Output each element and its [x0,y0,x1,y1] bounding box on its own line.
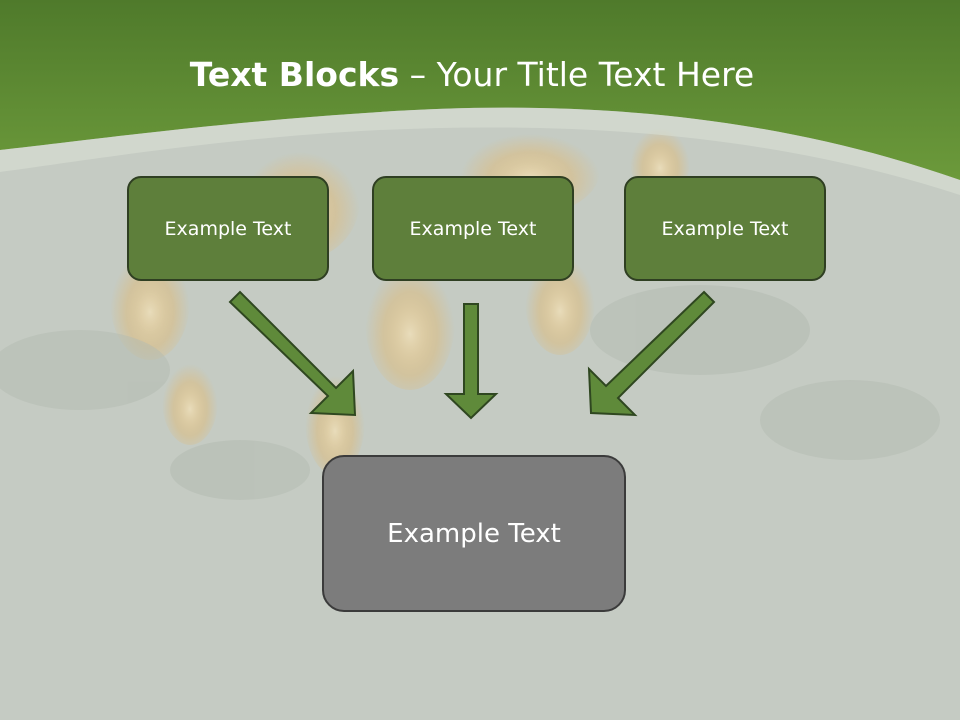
text-block-right[interactable]: Example Text [624,176,826,281]
text-block-center-label: Example Text [387,518,561,549]
arrow-left [228,290,357,417]
text-block-left-label: Example Text [164,217,292,240]
title-dash: – [399,55,437,94]
header-wave [0,107,960,195]
text-block-center[interactable]: Example Text [322,455,626,612]
slide-title: Text Blocks – Your Title Text Here [0,52,944,98]
text-block-left[interactable]: Example Text [127,176,329,281]
text-block-right-label: Example Text [661,217,789,240]
header-band [0,0,960,180]
title-bold: Text Blocks [189,55,400,94]
arrow-middle [443,303,499,420]
text-block-middle-label: Example Text [409,217,537,240]
text-block-middle[interactable]: Example Text [372,176,574,281]
title-rest: Your Title Text Here [436,55,755,94]
coal-shapes [0,285,940,500]
arrow-right [587,290,716,417]
